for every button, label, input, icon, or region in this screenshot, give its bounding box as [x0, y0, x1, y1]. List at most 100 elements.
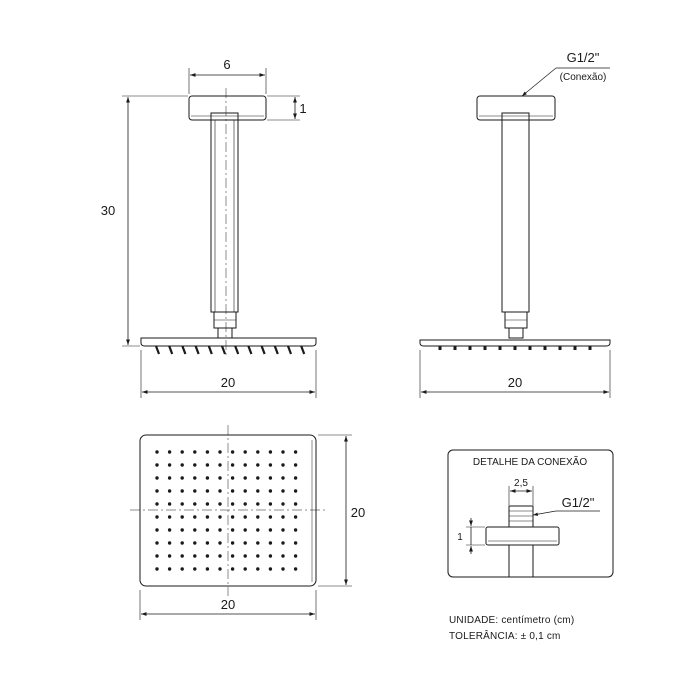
nozzle — [207, 345, 213, 355]
unit-note: UNIDADE: centímetro (cm) — [449, 615, 575, 626]
nozzle-side — [558, 346, 562, 350]
side-view — [419, 67, 611, 398]
nozzle — [300, 345, 306, 355]
nozzle-hole — [180, 450, 184, 454]
nozzle-hole — [281, 554, 285, 558]
nozzle-hole — [167, 554, 172, 558]
nozzle-hole — [268, 463, 273, 467]
nozzle-hole — [293, 554, 298, 558]
nozzle-side — [438, 346, 442, 350]
nozzle-hole — [268, 476, 273, 480]
nozzle-hole — [268, 489, 273, 493]
nozzle-hole — [180, 515, 184, 519]
dim-label-1-detail: 1 — [457, 532, 463, 543]
nozzle-hole — [167, 463, 172, 467]
nozzle-hole — [243, 541, 247, 545]
nozzle-hole — [167, 528, 172, 532]
nozzle-hole — [293, 476, 298, 480]
nozzle-hole — [230, 528, 235, 532]
nozzle-hole — [218, 502, 222, 506]
nozzle — [154, 345, 161, 355]
nozzle-hole — [230, 567, 235, 571]
nozzle — [181, 345, 187, 355]
nozzle-hole — [256, 567, 260, 571]
detail-title: DETALHE DA CONEXÃO — [473, 455, 588, 468]
nozzle-hole — [205, 528, 210, 532]
nozzle-hole — [281, 489, 285, 493]
dim-label-2-5: 2,5 — [514, 478, 528, 489]
nozzle-hole — [180, 489, 184, 493]
nozzle-hole — [256, 476, 260, 480]
nozzle-hole — [243, 476, 247, 480]
ceiling-flange-side — [476, 95, 556, 121]
shower-head-profile — [140, 337, 317, 347]
nozzle-side — [498, 346, 502, 350]
ceiling-flange — [188, 95, 267, 121]
nozzle-hole — [230, 489, 235, 493]
nozzle-hole — [268, 528, 273, 532]
nozzle-hole — [193, 567, 197, 571]
nozzle-hole — [193, 489, 197, 493]
nozzle-hole — [230, 515, 235, 519]
detail-flange — [485, 526, 560, 546]
nozzle-hole — [218, 489, 222, 493]
nozzle-side — [573, 346, 577, 350]
nozzle-hole — [218, 515, 222, 519]
nozzle-hole — [281, 450, 285, 454]
front-view — [122, 68, 317, 398]
nozzle-hole — [256, 541, 260, 545]
connection-detail — [447, 449, 614, 578]
nozzle-hole — [180, 554, 184, 558]
nozzle-side — [528, 346, 532, 350]
nozzle-hole — [193, 554, 197, 558]
nozzle-hole — [155, 567, 159, 571]
nozzle-side — [543, 346, 547, 350]
nozzle-hole — [293, 567, 298, 571]
nozzle-hole — [218, 450, 222, 454]
detail-thread-label: G1/2" — [562, 495, 595, 510]
thread-label: G1/2" — [567, 50, 600, 65]
nozzle-hole — [256, 463, 260, 467]
nozzle-hole — [167, 476, 172, 480]
nozzle-hole — [218, 476, 222, 480]
nozzle-hole — [281, 528, 285, 532]
dim-label-30: 30 — [101, 203, 115, 218]
nozzle-hole — [268, 502, 273, 506]
nozzle-row-side — [438, 346, 592, 350]
nozzle-hole — [293, 541, 298, 545]
nozzle-hole — [167, 515, 172, 519]
nozzle-hole — [293, 463, 298, 467]
nozzle-hole — [155, 502, 159, 506]
nozzle-hole — [193, 515, 197, 519]
thread-sublabel: (Conexão) — [560, 72, 607, 83]
nozzle-hole — [193, 541, 197, 545]
nozzle-hole — [293, 450, 298, 454]
nozzle-hole — [230, 541, 235, 545]
nozzle-hole — [256, 554, 260, 558]
dim-label-20-front: 20 — [221, 375, 235, 390]
nozzle-hole — [155, 463, 159, 467]
nozzle-hole — [180, 502, 184, 506]
nozzle-hole — [243, 567, 247, 571]
nozzle — [168, 345, 174, 355]
tolerance-note: TOLERÂNCIA: ± 0,1 cm — [449, 631, 561, 642]
nozzle-hole — [180, 541, 184, 545]
dim-label-20-side: 20 — [508, 375, 522, 390]
nozzle-hole — [155, 554, 159, 558]
nozzle-hole — [155, 528, 159, 532]
nozzle-side — [513, 346, 517, 350]
nozzle-hole — [256, 450, 260, 454]
nozzle-hole — [230, 450, 235, 454]
shower-head-side — [419, 339, 611, 347]
nozzle-hole — [193, 476, 197, 480]
nozzle-hole — [243, 463, 247, 467]
nozzle-hole — [243, 528, 247, 532]
dim-label-20-vertical: 20 — [351, 505, 365, 520]
nozzle-hole — [243, 502, 247, 506]
nozzle-hole — [155, 476, 159, 480]
nozzle-hole — [243, 450, 247, 454]
nozzle-hole — [167, 502, 172, 506]
nozzle-hole — [193, 528, 197, 532]
nozzle-hole — [193, 450, 197, 454]
